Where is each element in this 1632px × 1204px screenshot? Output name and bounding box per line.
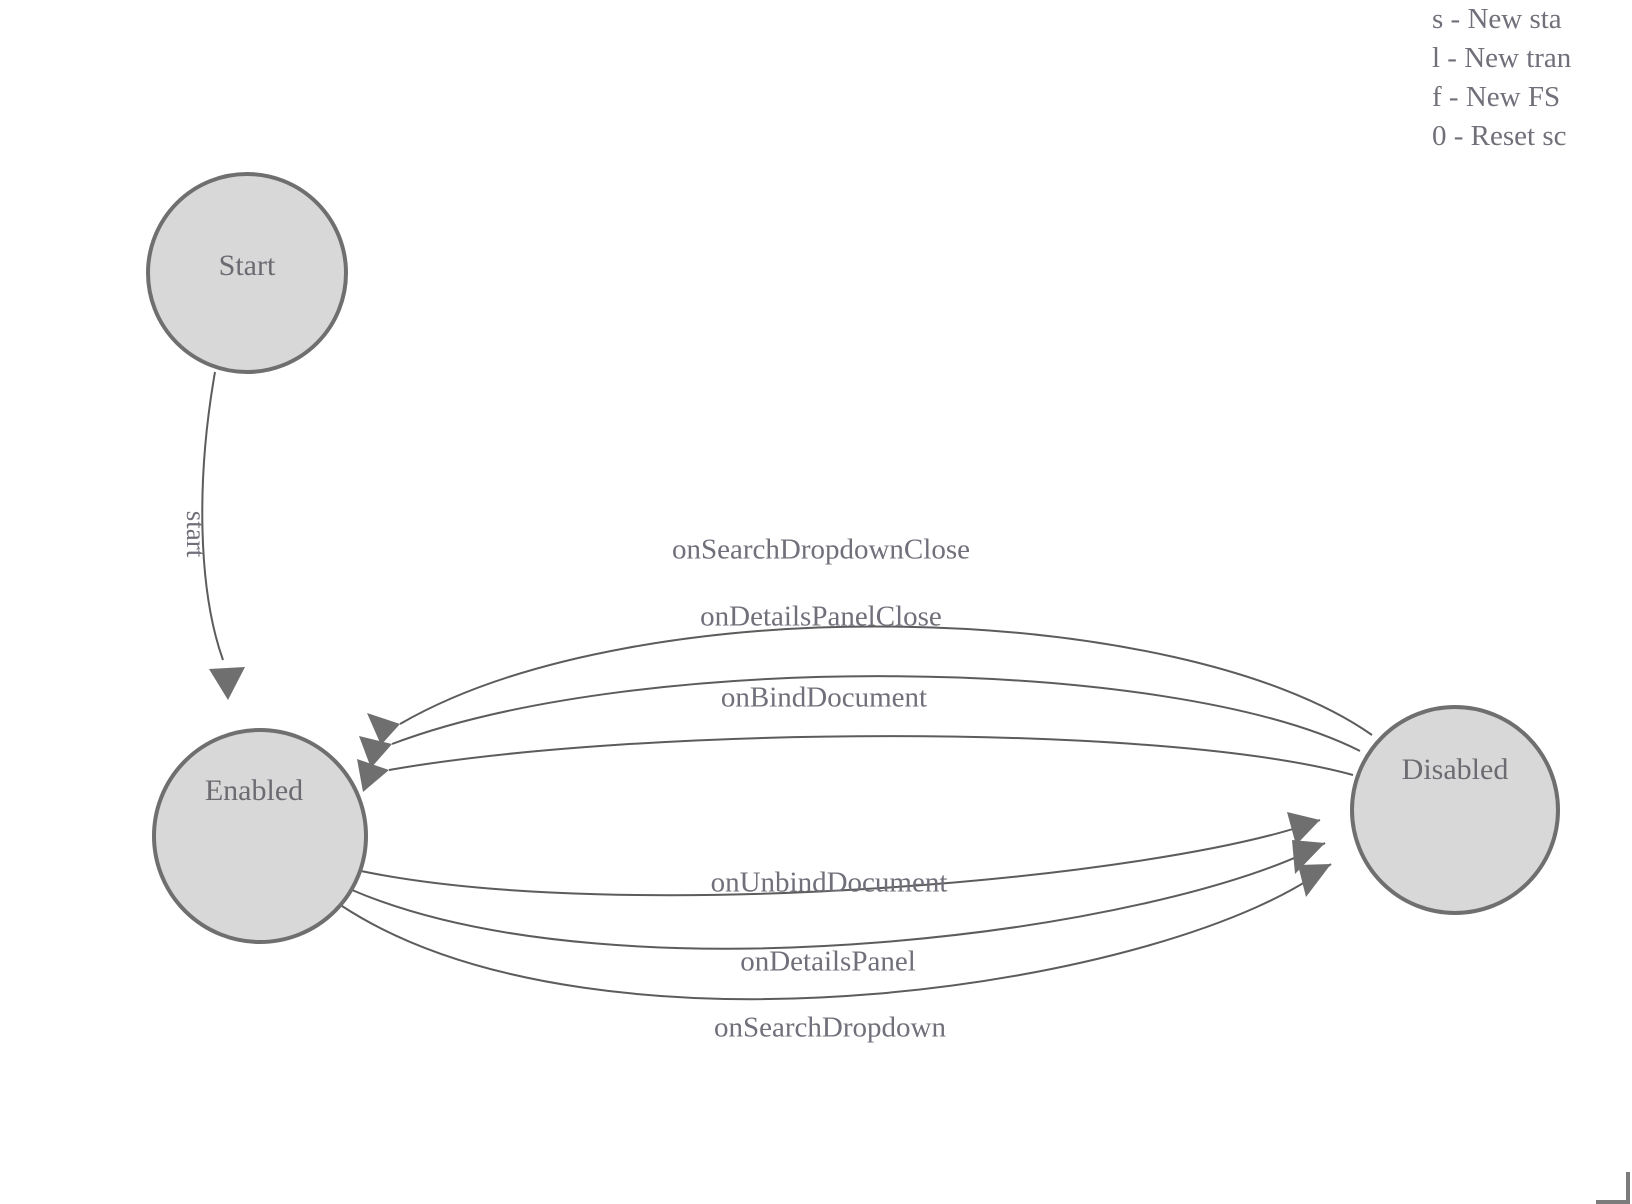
transition-on-bind-document[interactable] (357, 735, 1354, 792)
shortcut-new-transition: l - New tran (1432, 42, 1572, 74)
transition-path[interactable] (391, 675, 1361, 752)
transition-on-search-dropdown-close[interactable] (367, 625, 1373, 745)
transition-path[interactable] (201, 371, 224, 661)
state-node-enabled[interactable]: Enabled (152, 728, 368, 944)
arrow-head (359, 736, 392, 768)
state-circle[interactable] (146, 172, 348, 374)
state-label-start: Start (219, 249, 276, 282)
transition-path[interactable] (399, 625, 1373, 736)
transition-on-search-dropdown[interactable] (341, 863, 1332, 1001)
state-circle[interactable] (1350, 705, 1560, 915)
transition-label-on-search-dropdown: onSearchDropdown (714, 1012, 946, 1044)
transition-label-on-details-panel: onDetailsPanel (740, 946, 916, 978)
state-label-enabled: Enabled (205, 774, 303, 807)
transition-on-unbind-document[interactable] (360, 812, 1321, 897)
shortcut-new-state: s - New sta (1432, 3, 1562, 35)
window-resize-handle[interactable] (1596, 1172, 1632, 1204)
arrow-head (1298, 864, 1331, 897)
transition-path[interactable] (388, 735, 1354, 776)
transition-label-on-search-dropdown-close: onSearchDropdownClose (672, 534, 970, 566)
shortcut-new-fsm: f - New FS (1432, 81, 1561, 113)
transition-label-on-details-panel-close: onDetailsPanelClose (700, 601, 942, 633)
state-node-disabled[interactable]: Disabled (1350, 705, 1560, 915)
resize-handle-horizontal-bar (1596, 1200, 1630, 1204)
arrow-head (367, 713, 400, 745)
transition-label-on-unbind-document: onUnbindDocument (711, 867, 948, 899)
keyboard-shortcuts-help: s - New sta l - New tran f - New FS 0 - … (1432, 0, 1632, 156)
state-node-start[interactable]: Start (146, 172, 348, 374)
arrow-head (209, 667, 245, 700)
arrow-head (1287, 812, 1320, 845)
state-label-disabled: Disabled (1402, 753, 1509, 786)
resize-handle-vertical-bar (1626, 1172, 1630, 1202)
arrow-head (357, 759, 389, 792)
transition-on-details-panel-close[interactable] (359, 675, 1361, 768)
transition-label-start: start (181, 511, 211, 558)
transition-start[interactable] (201, 371, 245, 700)
transition-path[interactable] (341, 863, 1332, 1001)
transition-path[interactable] (351, 842, 1326, 950)
transition-path[interactable] (360, 819, 1321, 897)
shortcut-reset-scale: 0 - Reset sc (1432, 120, 1567, 152)
transition-label-on-bind-document: onBindDocument (721, 682, 927, 714)
state-circle[interactable] (152, 728, 368, 944)
